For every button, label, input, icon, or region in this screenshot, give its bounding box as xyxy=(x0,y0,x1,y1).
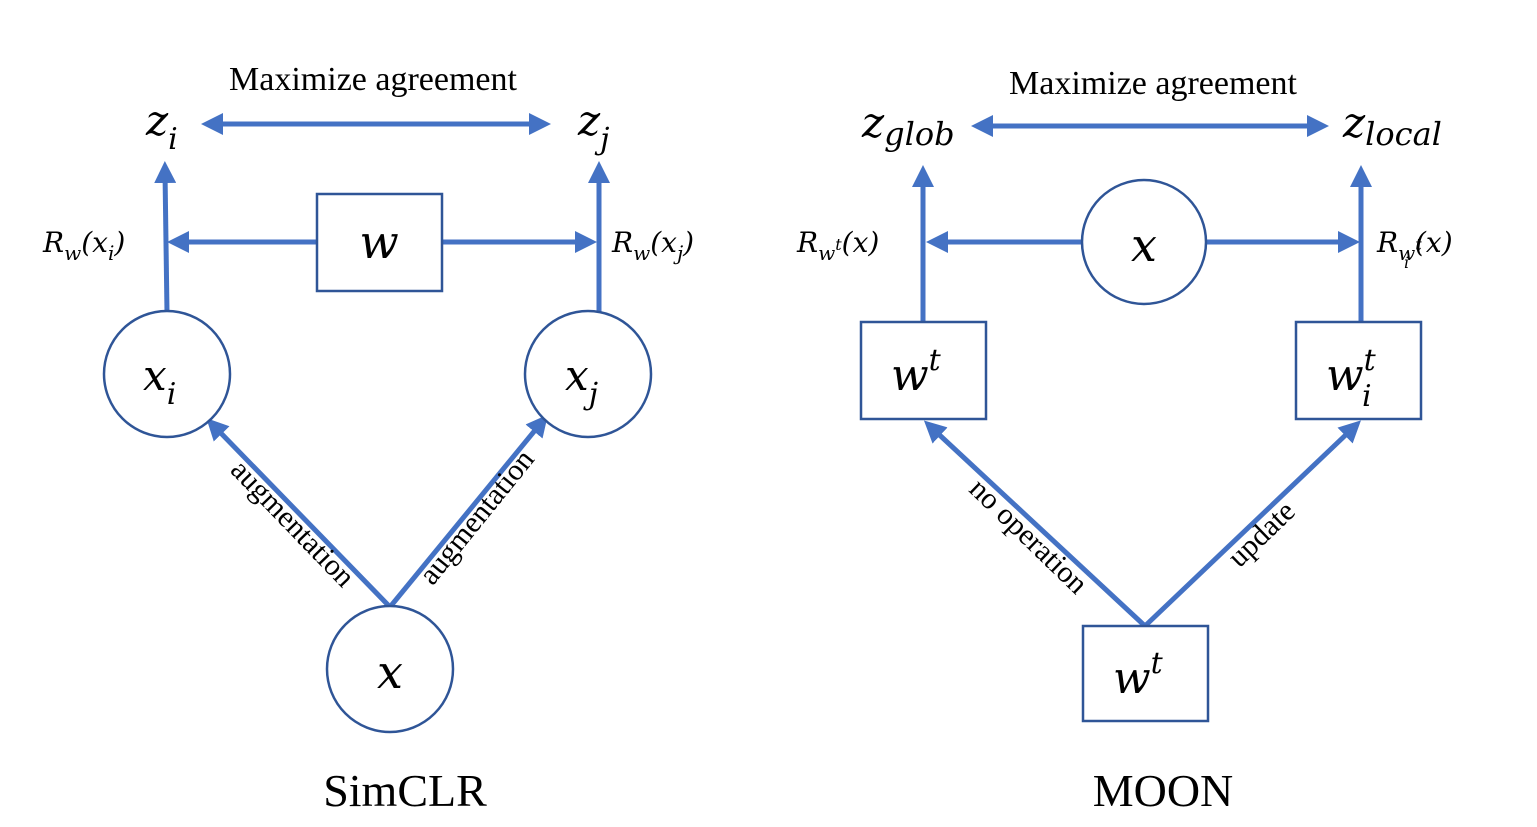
simclr-left-up-arrow xyxy=(154,161,177,314)
simclr-z-j-label: zj xyxy=(577,96,609,157)
simclr-r-right-label: Rw(xj) xyxy=(611,226,694,265)
simclr-w-box xyxy=(315,192,444,293)
moon-w-i-t-box-right xyxy=(1294,320,1423,421)
moon-w-t-bottom-label: wt xyxy=(1113,646,1164,704)
moon-no-operation-arrow xyxy=(923,420,1147,628)
simclr-x-i-label: xi xyxy=(143,351,176,412)
simclr-r-left-label: Rw(xi) xyxy=(42,226,125,265)
simclr-augmentation-right-label: augmentation xyxy=(412,443,540,591)
simclr-maximize-agreement-label: Maximize agreement xyxy=(229,61,517,98)
moon-x-node xyxy=(1080,178,1208,306)
moon-w-t-box-left xyxy=(859,320,988,421)
simclr-x-j-node xyxy=(523,309,653,439)
moon-update-arrow xyxy=(1143,420,1361,628)
simclr-diagram: Maximize agreement zi zj w Rw(xi) Rw(xj)… xyxy=(42,61,694,816)
moon-z-local-label: zlocal xyxy=(1342,98,1442,153)
moon-update-label: update xyxy=(1221,495,1301,574)
moon-r-left-label: Rwt(x) xyxy=(796,226,879,265)
simclr-z-i-label: zi xyxy=(145,96,178,157)
moon-z-glob-label: zglob xyxy=(861,98,955,153)
simclr-augmentation-left-arrow xyxy=(206,418,392,609)
simclr-x-label: x xyxy=(377,645,403,699)
moon-w-t-left-label: wt xyxy=(891,343,942,401)
moon-w-t-box-bottom xyxy=(1081,624,1210,723)
simclr-caption: SimCLR xyxy=(323,765,487,816)
simclr-augmentation-right-arrow xyxy=(388,414,548,609)
moon-diagram: Maximize agreement zglob zlocal x Rwt(x)… xyxy=(796,65,1453,816)
simclr-augmentation-left-label: augmentation xyxy=(224,453,361,593)
moon-no-operation-label: no operation xyxy=(963,472,1094,600)
moon-caption: MOON xyxy=(1093,765,1234,816)
moon-x-label: x xyxy=(1131,218,1157,272)
simclr-x-i-node xyxy=(102,309,232,439)
simclr-x-node xyxy=(325,604,455,734)
moon-maximize-agreement-label: Maximize agreement xyxy=(1009,65,1297,102)
simclr-x-j-label: xj xyxy=(565,351,598,412)
simclr-w-label: w xyxy=(359,215,398,269)
